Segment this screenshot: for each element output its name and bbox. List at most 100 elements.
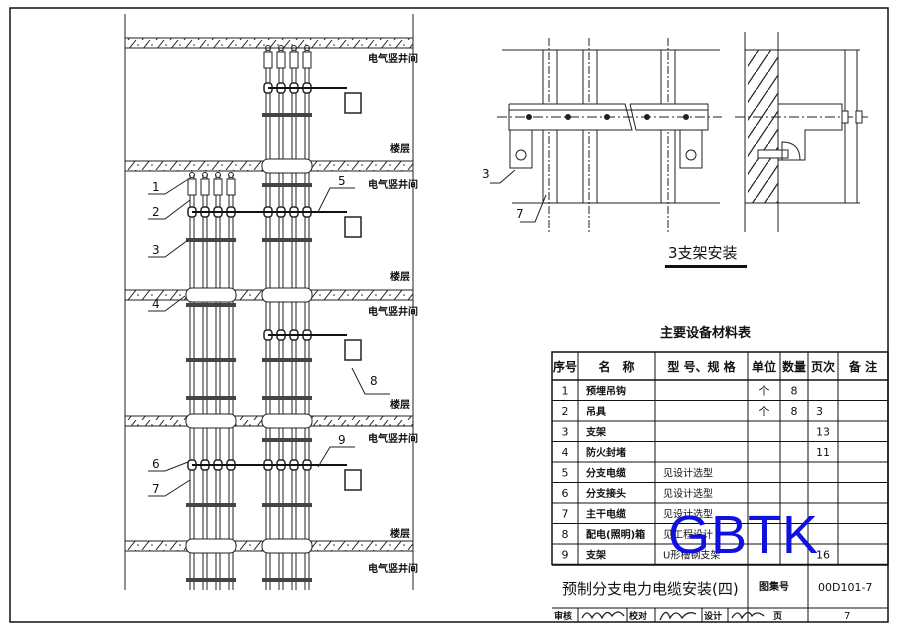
callout-7: 7 (152, 482, 160, 496)
callout-8: 8 (370, 374, 378, 388)
table-cell: 见设计选型 (663, 487, 713, 500)
table-cell: 见工程设计 (663, 528, 713, 541)
table-header: 备 注 (848, 359, 877, 374)
hanger (289, 51, 299, 69)
table-header: 型 号、规 格 (667, 359, 736, 374)
signatures (581, 611, 765, 621)
distribution-box (344, 216, 362, 238)
bracket-detail-drawing (490, 32, 868, 232)
hanger (187, 178, 197, 196)
shaft-labels: 电气竖井间 电气竖井间 电气竖井间 电气竖井间 电气竖井间 楼层 楼层 楼层 楼… (368, 52, 418, 575)
page-number: 7 (844, 611, 850, 622)
table-row: 9 支架 U形槽钢支架 16 (562, 549, 831, 562)
table-cell: 主干电缆 (586, 508, 626, 521)
callout-4: 4 (152, 297, 160, 311)
review-label: 审核 (554, 610, 572, 622)
table-cell: 3 (562, 426, 569, 439)
table-cell: 吊具 (586, 406, 606, 418)
table-cell: 6 (562, 487, 569, 500)
table-cell: 支架 (585, 549, 606, 562)
detail-title-underline (665, 265, 747, 268)
check-label: 校对 (629, 610, 647, 622)
callout-6: 6 (152, 457, 160, 471)
floor-label: 楼层 (390, 270, 410, 283)
table-row: 5 分支电缆 见设计选型 (562, 467, 714, 480)
watermark: GBTK (668, 505, 820, 565)
atlas-number: 00D101-7 (818, 581, 872, 594)
fire-seal (185, 287, 237, 303)
page-label: 页 (773, 611, 782, 622)
atlas-label: 图集号 (759, 580, 789, 593)
floor-label: 楼层 (390, 142, 410, 155)
table-cell: 5 (562, 467, 569, 480)
table-cell: 16 (816, 549, 830, 562)
support-bracket (262, 578, 312, 582)
distribution-box (344, 469, 362, 491)
floor-slab (124, 37, 414, 49)
table-row: 6 分支接头 见设计选型 (562, 487, 714, 500)
fire-seal (185, 538, 237, 554)
callout-3: 3 (152, 243, 160, 257)
shaft-label: 电气竖井间 (368, 562, 418, 575)
support-bracket (262, 438, 312, 442)
drawing-title: 预制分支电力电缆安装(四) (562, 580, 739, 598)
table-cell: 2 (562, 405, 569, 418)
table-cell: 分支接头 (586, 487, 626, 500)
table-cell: 11 (816, 446, 830, 459)
table-cell: 4 (562, 446, 569, 459)
detail-callout-7: 7 (516, 207, 524, 221)
hanger (276, 51, 286, 69)
hanger (213, 178, 223, 196)
distribution-box (344, 339, 362, 361)
support-bracket (262, 396, 312, 400)
table-cell: 个 (759, 385, 770, 398)
support-bracket (262, 183, 312, 187)
sheet-frame (9, 7, 889, 623)
distribution-box (344, 92, 362, 114)
table-cell: 支架 (585, 426, 606, 439)
detail-title: 3支架安装 (668, 244, 738, 262)
fire-seal (261, 287, 313, 303)
title-block (552, 564, 888, 622)
callout-1: 1 (152, 180, 160, 194)
table-cell: 分支电缆 (586, 467, 626, 480)
table-cell: 见设计选型 (663, 508, 713, 521)
hanger (226, 178, 236, 196)
table-cell: U形槽钢支架 (663, 549, 720, 562)
table-header: 序号 (553, 359, 577, 374)
table-title: 主要设备材料表 (660, 325, 752, 341)
fire-seal (261, 158, 313, 174)
table-cell: 8 (562, 528, 569, 541)
callout-5: 5 (338, 174, 346, 188)
table-cell: 预埋吊钩 (586, 385, 626, 398)
support-bracket (186, 238, 236, 242)
support-bracket (186, 396, 236, 400)
support-bracket (186, 303, 236, 307)
fire-seal (261, 538, 313, 554)
support-bracket (262, 238, 312, 242)
shaft-label: 电气竖井间 (368, 432, 418, 445)
table-cell: 1 (562, 385, 569, 398)
support-bracket (262, 358, 312, 362)
table-cell: 13 (816, 426, 830, 439)
table-cell: 9 (562, 549, 569, 562)
riser-elevation-drawing (124, 14, 414, 590)
support-bracket (262, 113, 312, 117)
design-label: 设计 (704, 610, 722, 622)
table-cell: 3 (816, 405, 823, 418)
hanger (302, 51, 312, 69)
shaft-label: 电气竖井间 (368, 178, 418, 191)
table-cell: 见设计选型 (663, 467, 713, 480)
fire-seal (185, 413, 237, 429)
hanger (200, 178, 210, 196)
floor-label: 楼层 (390, 527, 410, 540)
table-header: 名 称 (598, 359, 634, 374)
detail-callout-3: 3 (482, 167, 490, 181)
table-header: 数量 (782, 359, 806, 374)
